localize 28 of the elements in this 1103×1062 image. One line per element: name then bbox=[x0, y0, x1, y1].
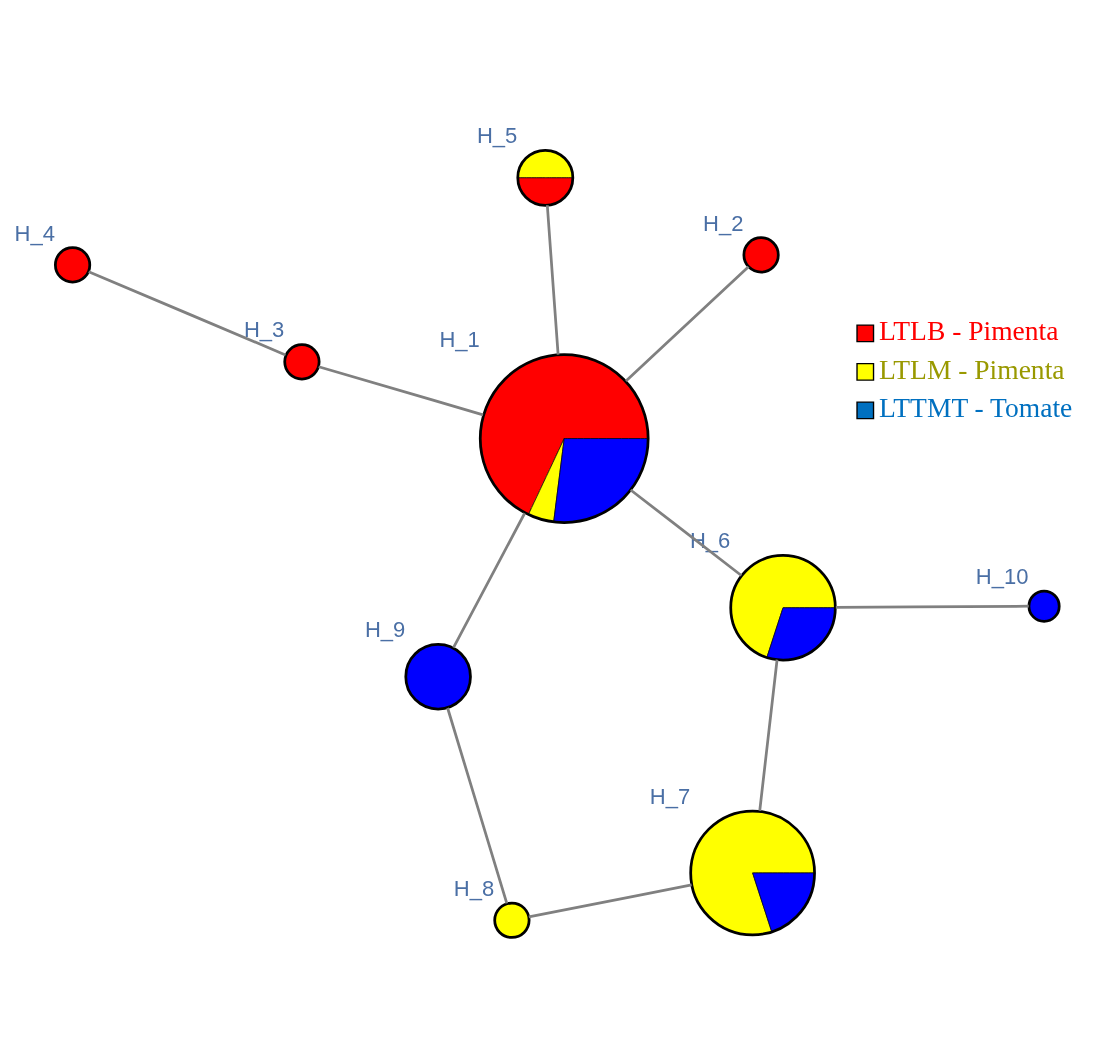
node-label: H_1 bbox=[439, 326, 480, 352]
node-label: H_8 bbox=[453, 875, 495, 901]
legend-label: LTLM - Pimenta bbox=[879, 353, 1065, 385]
node-label: H_4 bbox=[14, 220, 55, 246]
node-circle bbox=[493, 901, 531, 939]
connector bbox=[452, 512, 526, 648]
connector bbox=[446, 707, 509, 904]
node-label: H_3 bbox=[243, 316, 285, 342]
node-circle bbox=[54, 245, 92, 283]
node-label: H_9 bbox=[364, 616, 406, 642]
node-circle bbox=[283, 342, 321, 380]
node-label: H_5 bbox=[476, 122, 518, 148]
connector bbox=[625, 265, 750, 382]
connector bbox=[629, 488, 743, 577]
node-label: H_7 bbox=[649, 783, 691, 809]
node-label: H_10 bbox=[975, 563, 1029, 589]
connector bbox=[528, 883, 692, 918]
connector bbox=[88, 269, 287, 356]
node-label: H_2 bbox=[703, 210, 744, 236]
legend-label: LTTMT - Tomate bbox=[879, 391, 1073, 423]
node-circle bbox=[404, 642, 472, 710]
connector bbox=[835, 604, 1029, 609]
node-circle bbox=[742, 235, 780, 273]
connector bbox=[545, 204, 560, 355]
legend-label: LTLB - Pimenta bbox=[879, 314, 1059, 346]
node-circle bbox=[1027, 589, 1061, 623]
connector bbox=[758, 659, 779, 811]
connector bbox=[318, 364, 484, 416]
